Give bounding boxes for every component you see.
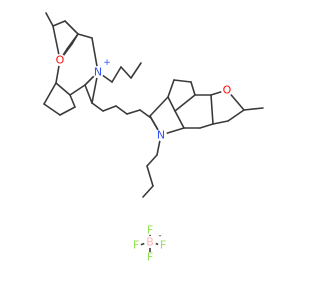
bond-layer xyxy=(43,12,264,254)
bond-line xyxy=(52,20,66,27)
bond-line xyxy=(149,96,169,117)
bond-line xyxy=(64,20,79,35)
bond-line xyxy=(146,165,154,187)
bond-line xyxy=(43,103,61,116)
bond-line xyxy=(190,81,196,96)
bond-line xyxy=(45,12,54,27)
nitrogen-atom-label: N xyxy=(157,129,165,142)
bond-line xyxy=(69,94,76,108)
bond-line xyxy=(210,94,214,125)
fluorine-atom-label: F xyxy=(133,239,139,252)
bond-line xyxy=(142,185,154,198)
bond-line xyxy=(126,109,141,115)
atom-label-layer: O N + O N B - F F F F xyxy=(54,54,233,264)
bond-line xyxy=(167,96,176,112)
bond-line xyxy=(55,82,71,96)
oxygen-atom-label: O xyxy=(223,84,232,97)
fluorine-atom-label: F xyxy=(147,251,153,264)
bond-line xyxy=(227,109,245,122)
negative-charge-label: - xyxy=(158,231,161,241)
fluorine-atom-label: F xyxy=(160,239,166,252)
nitrogen-atom-label: N xyxy=(94,66,102,79)
boron-atom-label: B xyxy=(146,236,154,249)
bond-line xyxy=(59,106,76,116)
molecule-drawing: O N + O N B - F F F F xyxy=(43,12,264,264)
bond-line xyxy=(77,33,93,39)
bond-line xyxy=(71,33,79,45)
bond-line xyxy=(199,123,214,129)
positive-charge-label: + xyxy=(103,58,111,68)
bond-line xyxy=(174,94,196,112)
bond-line xyxy=(173,79,192,83)
bond-line xyxy=(69,84,86,96)
bond-line xyxy=(167,79,175,98)
bond-line xyxy=(91,102,104,112)
bond-line xyxy=(111,66,122,83)
bond-line xyxy=(212,120,229,125)
bond-line xyxy=(139,109,152,119)
bond-line xyxy=(84,84,93,104)
bond-line xyxy=(174,110,185,129)
structure-canvas: O N + O N B - F F F F xyxy=(43,12,264,264)
bond-line xyxy=(115,105,128,115)
bond-line xyxy=(146,154,158,167)
bond-line xyxy=(120,66,132,79)
bond-line xyxy=(243,107,264,111)
oxygen-atom-label: O xyxy=(56,54,65,67)
fluorine-atom-label: F xyxy=(147,224,153,237)
bond-line xyxy=(43,82,57,105)
bond-line xyxy=(102,105,117,112)
bond-line xyxy=(130,62,142,79)
